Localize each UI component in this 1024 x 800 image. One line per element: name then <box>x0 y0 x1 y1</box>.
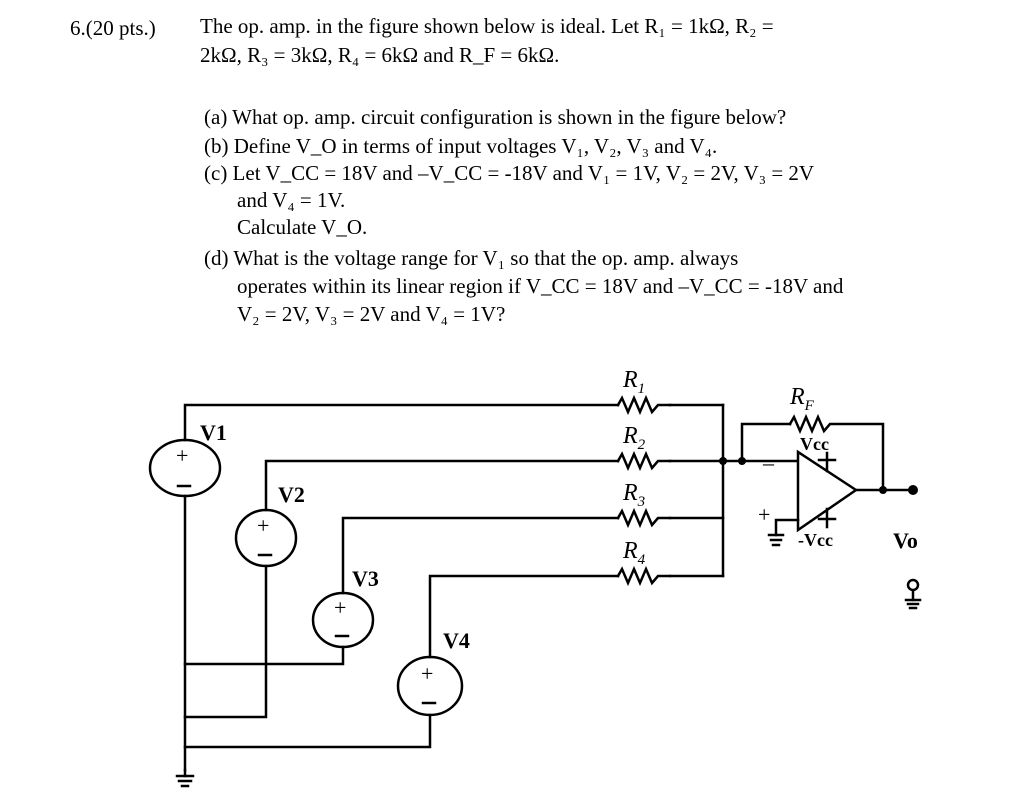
resistor-r2 <box>616 450 672 472</box>
label-vcc: Vcc <box>800 434 829 454</box>
wire-v2 <box>264 459 620 512</box>
label-r1: R1 <box>622 367 645 397</box>
label-rf: RF <box>789 384 815 414</box>
label-r2: R2 <box>622 423 646 453</box>
part-d-line-3: V₂ = 2V, V₃ = 2V and V₄ = 1V? <box>237 302 506 326</box>
part-d-line-2: operates within its linear region if V_C… <box>237 274 844 298</box>
part-b: (b) Define V_O in terms of input voltage… <box>204 134 718 158</box>
plus-v3: + <box>334 595 346 620</box>
label-v1: V1 <box>200 420 227 445</box>
plus-v1: + <box>176 443 188 468</box>
plus-v2: + <box>257 513 269 538</box>
label-v4: V4 <box>443 628 470 653</box>
junction-dot <box>738 457 746 465</box>
junction-dot <box>879 486 887 494</box>
label-v2: V2 <box>278 482 305 507</box>
label-r3: R3 <box>622 480 645 510</box>
part-c-line-1: (c) Let V_CC = 18V and –V_CC = -18V and … <box>204 161 815 185</box>
circuit-diagram: V1 V2 V3 V4 Vo Vcc -Vcc R1 R2 R3 R4 RF +… <box>148 367 922 788</box>
intro-line-2: 2kΩ, R₃ = 3kΩ, R₄ = 6kΩ and R_F = 6kΩ. <box>200 43 560 67</box>
wire-v4 <box>428 574 620 659</box>
label-r4: R4 <box>622 538 646 568</box>
label-neg-vcc: -Vcc <box>798 530 833 550</box>
label-vo: Vo <box>893 528 918 553</box>
output-terminal <box>908 485 918 495</box>
output-ground-terminal <box>906 578 920 592</box>
resistor-rf <box>788 413 885 492</box>
opamp-plus: + <box>758 502 770 527</box>
resistor-r4 <box>616 565 672 587</box>
label-v3: V3 <box>352 566 379 591</box>
part-a: (a) What op. amp. circuit configuration … <box>204 105 787 129</box>
junction-dot <box>719 457 727 465</box>
plus-v4: + <box>421 661 433 686</box>
part-c-line-3: Calculate V_O. <box>237 215 368 239</box>
resistor-r1 <box>616 394 672 416</box>
opamp-minus: – <box>762 450 775 475</box>
question-number: 6.(20 pts.) <box>70 16 156 40</box>
part-c-line-2: and V₄ = 1V. <box>237 188 346 212</box>
wire-v1 <box>183 403 620 442</box>
part-d-line-1: (d) What is the voltage range for V₁ so … <box>204 246 739 270</box>
wire-v3 <box>341 516 620 595</box>
resistor-r3 <box>616 507 672 529</box>
intro-line-1: The op. amp. in the figure shown below i… <box>200 14 774 38</box>
